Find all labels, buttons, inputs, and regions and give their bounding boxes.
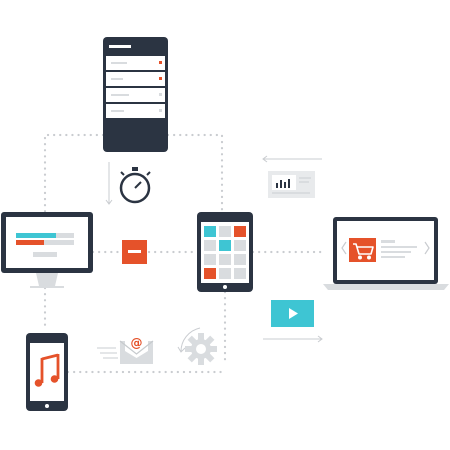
stopwatch-hand — [134, 181, 142, 189]
tablet-tile — [204, 226, 216, 237]
laptop-text-line-3 — [381, 251, 411, 253]
desktop-monitor-icon — [1, 212, 93, 288]
report-line-1 — [299, 177, 311, 179]
gear-tooth — [198, 357, 204, 365]
server-slot-3 — [106, 88, 165, 102]
server-slot-1 — [106, 56, 165, 70]
report-bar-2 — [280, 180, 282, 188]
tablet-tile-grid — [204, 226, 246, 279]
report-bar-4 — [288, 179, 290, 188]
sync-arrow-arc — [180, 327, 201, 353]
gear-tooth — [209, 346, 217, 352]
laptop-base — [323, 284, 449, 290]
server-slot-2 — [106, 72, 165, 86]
report-bar-3 — [284, 182, 286, 188]
tablet-tile — [234, 240, 246, 251]
report-line-2 — [299, 181, 309, 183]
music-note-icon — [34, 353, 60, 387]
stopwatch-right-ear — [146, 171, 151, 176]
report-line-3 — [272, 192, 310, 194]
laptop-text-line-1 — [381, 240, 395, 243]
tablet-icon — [197, 212, 253, 292]
monitor-button — [33, 252, 57, 257]
gear-icon — [185, 333, 217, 365]
tablet-tile — [219, 254, 231, 265]
play-video-icon — [271, 300, 314, 327]
report-bar-1 — [276, 183, 278, 188]
gear-tooth — [198, 333, 204, 341]
server-rack-icon — [103, 37, 168, 152]
monitor-bar-grey — [56, 233, 74, 238]
tablet-tile — [219, 226, 231, 237]
email-at-icon: @ — [119, 327, 154, 364]
gear-hole — [196, 344, 206, 354]
server-slot-4 — [106, 104, 165, 118]
gear-tooth — [185, 346, 193, 352]
monitor-base — [30, 286, 64, 288]
laptop-prev-arrow — [341, 241, 347, 255]
email-at-symbol: @ — [131, 336, 143, 350]
arrow-right-head — [317, 335, 323, 343]
tablet-tile — [204, 240, 216, 251]
connector-server-left — [43, 133, 105, 214]
stopwatch-button — [132, 167, 138, 171]
laptop-text-line-2 — [381, 246, 417, 248]
server-led-4 — [159, 109, 162, 112]
stopwatch-left-ear — [120, 171, 125, 176]
server-slot-line-3 — [111, 94, 129, 96]
tablet-home-button — [223, 285, 227, 289]
monitor-bar-grey-2 — [44, 240, 74, 245]
server-slot-line-4 — [111, 110, 124, 112]
server-header-stripe — [109, 45, 131, 48]
server-led-1 — [159, 61, 162, 64]
tablet-tile — [234, 268, 246, 279]
smartphone-icon — [26, 333, 68, 411]
server-slot-line-2 — [111, 78, 123, 80]
arrow-lines — [97, 155, 323, 359]
envelope-letter — [125, 327, 148, 358]
laptop-icon — [323, 217, 449, 290]
stopwatch-icon — [119, 167, 151, 204]
connector-server-right — [166, 133, 224, 214]
server-led-3 — [159, 93, 162, 96]
tablet-tile — [234, 254, 246, 265]
video-play-triangle — [289, 308, 298, 319]
bar-chart-report-icon — [268, 171, 315, 198]
arrow-left-head — [262, 155, 268, 163]
tablet-tile — [234, 226, 246, 237]
laptop-next-arrow — [424, 241, 430, 255]
minus-badge-icon — [122, 240, 147, 264]
server-led-2 — [159, 77, 162, 80]
tablet-tile — [204, 254, 216, 265]
connector-lines — [43, 133, 325, 374]
shopping-cart-icon — [353, 243, 374, 260]
sync-arrow-head — [177, 346, 186, 353]
tablet-tile — [219, 268, 231, 279]
laptop-text-line-4 — [381, 256, 405, 258]
envelope-flap — [119, 340, 154, 355]
monitor-bar-teal — [16, 233, 56, 238]
monitor-bar-orange — [16, 240, 44, 245]
arrow-down-head — [105, 199, 113, 205]
tablet-tile — [219, 240, 231, 251]
tablet-tile — [204, 268, 216, 279]
minus-badge-bar — [128, 250, 141, 253]
server-slot-line-1 — [111, 62, 127, 64]
phone-home-button — [45, 404, 49, 408]
monitor-stand — [36, 273, 58, 286]
